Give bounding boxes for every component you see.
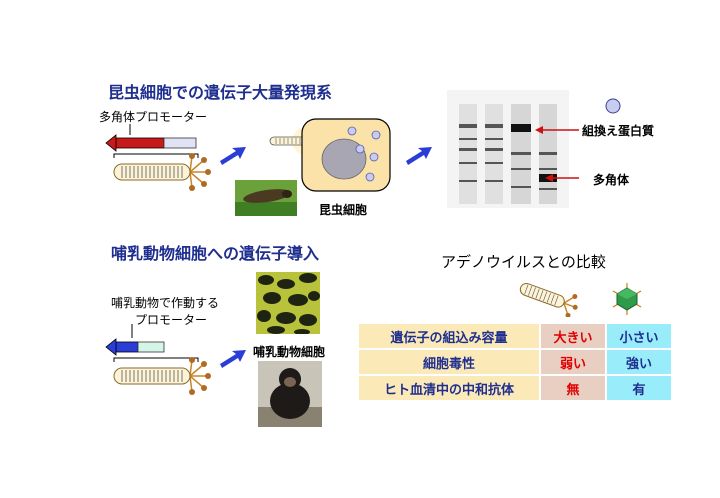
insect-cell-label: 昆虫細胞 — [319, 203, 368, 217]
chimpanzee-photo — [258, 361, 322, 427]
mammal-promoter-label-line2: プロモーター — [135, 313, 208, 327]
comparison-table: 遺伝子の組込み容量 大きい 小さい 細胞毒性 弱い 強い ヒト血清中の中和抗体 … — [357, 322, 673, 402]
comparison-row: 細胞毒性 弱い 強い — [359, 350, 671, 374]
polyhedrin-label: 多角体 — [593, 173, 630, 187]
row-label: 細胞毒性 — [359, 350, 539, 374]
mammalian-cell-label: 哺乳動物細胞 — [253, 345, 326, 359]
mammal-section-title: 哺乳動物細胞への遺伝子導入 — [111, 244, 320, 263]
gel-band-arrows — [535, 126, 579, 182]
protein-gel-image — [447, 90, 569, 208]
polyhedrin-promoter-label: 多角体プロモーター — [99, 110, 208, 124]
insect-cell — [301, 118, 391, 192]
adenovirus-value: 強い — [607, 350, 671, 374]
arrow-to-gel — [406, 147, 432, 165]
comparison-title: アデノウイルスとの比較 — [441, 253, 606, 271]
protein-sphere-icon — [605, 98, 621, 114]
row-label: 遺伝子の組込み容量 — [359, 324, 539, 348]
row-label: ヒト血清中の中和抗体 — [359, 376, 539, 400]
arrow-to-insect-cell — [220, 147, 246, 165]
baculovirus-value: 無 — [541, 376, 605, 400]
insect-section-title: 昆虫細胞での遺伝子大量発現系 — [108, 83, 333, 102]
baculovirus-vector-diagram — [105, 124, 211, 191]
baculovirus-value: 弱い — [541, 350, 605, 374]
adenovirus-value: 有 — [607, 376, 671, 400]
baculovirus-icon — [519, 282, 578, 317]
adenovirus-icon — [612, 283, 642, 315]
arrow-to-mammal-cell — [220, 350, 246, 368]
recombinant-protein-label: 組換え蛋白質 — [582, 124, 655, 138]
comparison-row: 遺伝子の組込み容量 大きい 小さい — [359, 324, 671, 348]
baculovirus-value: 大きい — [541, 324, 605, 348]
mammal-promoter-label-line1: 哺乳動物で作動する — [111, 296, 220, 310]
comparison-row: ヒト血清中の中和抗体 無 有 — [359, 376, 671, 400]
mammalian-cell-culture-photo — [256, 272, 320, 334]
mammalian-vector-diagram — [105, 324, 211, 395]
adenovirus-value: 小さい — [607, 324, 671, 348]
caterpillar-photo — [235, 180, 297, 216]
